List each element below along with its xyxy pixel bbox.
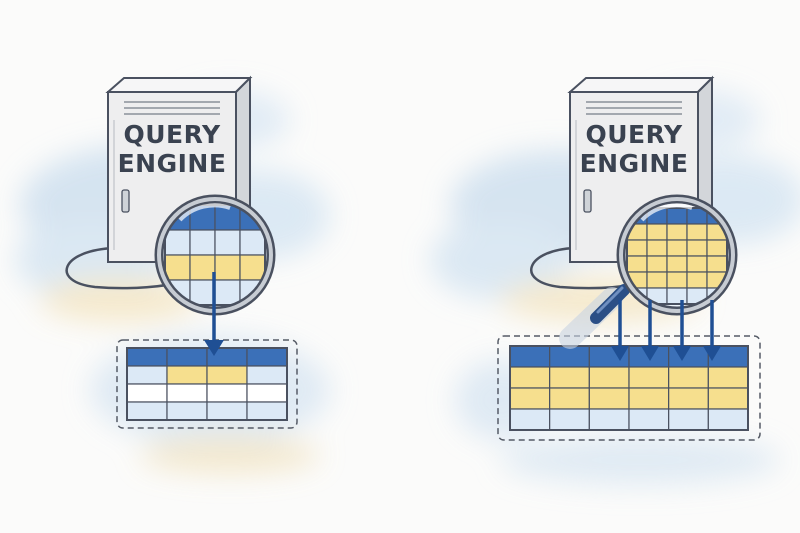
result-table-cell [126,347,168,367]
result-table-cell [166,383,208,403]
result-table-cell [246,401,288,421]
result-table-cell [588,387,630,410]
lens-table-cell [626,255,648,273]
lens-table-cell [214,229,241,256]
result-table-cell [166,365,208,385]
panel-right: QUERY ENGINE [430,75,800,485]
result-table-cell [126,383,168,403]
server-vent [124,101,220,115]
result-table-cell [166,401,208,421]
lens-table-cell [164,229,191,256]
arrow-head [611,346,629,361]
result-table-cell [549,387,590,410]
server-label-line1: QUERY [585,120,683,149]
lens-table-border [626,207,728,305]
result-table-cell [707,408,749,431]
lens-table-cell [646,255,668,273]
result-table-cell [206,365,248,385]
result-table-cell [206,401,248,421]
lens-table-cell [626,239,648,257]
result-table-cell [246,347,288,367]
server-cable [65,246,193,290]
lens-table-cell [686,223,708,241]
result-table-cell [246,365,288,385]
result-table-cell [628,366,670,389]
lens-table-cell [666,287,688,305]
result-table-cell [707,366,749,389]
lens-table-cell [646,239,668,257]
result-table-cell [246,383,288,403]
lens-table-cell [666,239,688,257]
arrow-head [703,346,721,361]
server-vent [586,101,682,115]
result-table-cell [509,387,551,410]
result-table-cell [549,366,590,389]
lens-table-cell [214,254,241,281]
result-table-cell [509,366,551,389]
panel-left: QUERY ENGINE [15,75,330,473]
lens-table-cell [686,255,708,273]
lens-table-cell [646,223,668,241]
result-table-cell [628,387,670,410]
arrows-right [611,300,721,361]
lens-table-cell [189,254,216,281]
server-label-line1: QUERY [123,120,221,149]
result-table-right [497,335,761,441]
lens-table-cell [706,239,728,257]
lens-table-cell [666,223,688,241]
result-table-cell [126,365,168,385]
lens-table-cell [189,229,216,256]
result-table-cell [628,408,670,431]
result-table-cell [166,347,208,367]
result-table-cell [549,408,590,431]
server-label-line2: ENGINE [118,149,227,178]
lens-table-cell [686,239,708,257]
lens-table-cell [666,271,688,289]
server-label-line2: ENGINE [580,149,689,178]
result-table-cell [588,366,630,389]
arrow-left [204,272,224,356]
result-table-cell [509,345,551,368]
arrow-head [641,346,659,361]
magnifier-handle [559,284,630,349]
result-table-left [116,339,298,429]
result-table-border [126,347,288,421]
lens-table-cell [189,279,216,306]
lens-table-cell [646,271,668,289]
result-table-cell [206,383,248,403]
result-table-cell [126,401,168,421]
result-table-cell [668,387,709,410]
lens-table-cell [239,254,266,281]
magnifier-right [616,194,738,316]
lens-table-cell [666,255,688,273]
arrow-head [673,346,691,361]
result-table-cell [668,408,709,431]
lens-table-cell [239,229,266,256]
lens-table-cell [214,279,241,306]
lens-table-cell [164,254,191,281]
result-table-cell [668,366,709,389]
result-table-cell [588,408,630,431]
result-table-cell [549,345,590,368]
result-table-cell [707,387,749,410]
lens-table-cell [666,207,688,225]
lens-table-cell [706,255,728,273]
result-table-cell [509,408,551,431]
lens-table-cell [686,271,708,289]
